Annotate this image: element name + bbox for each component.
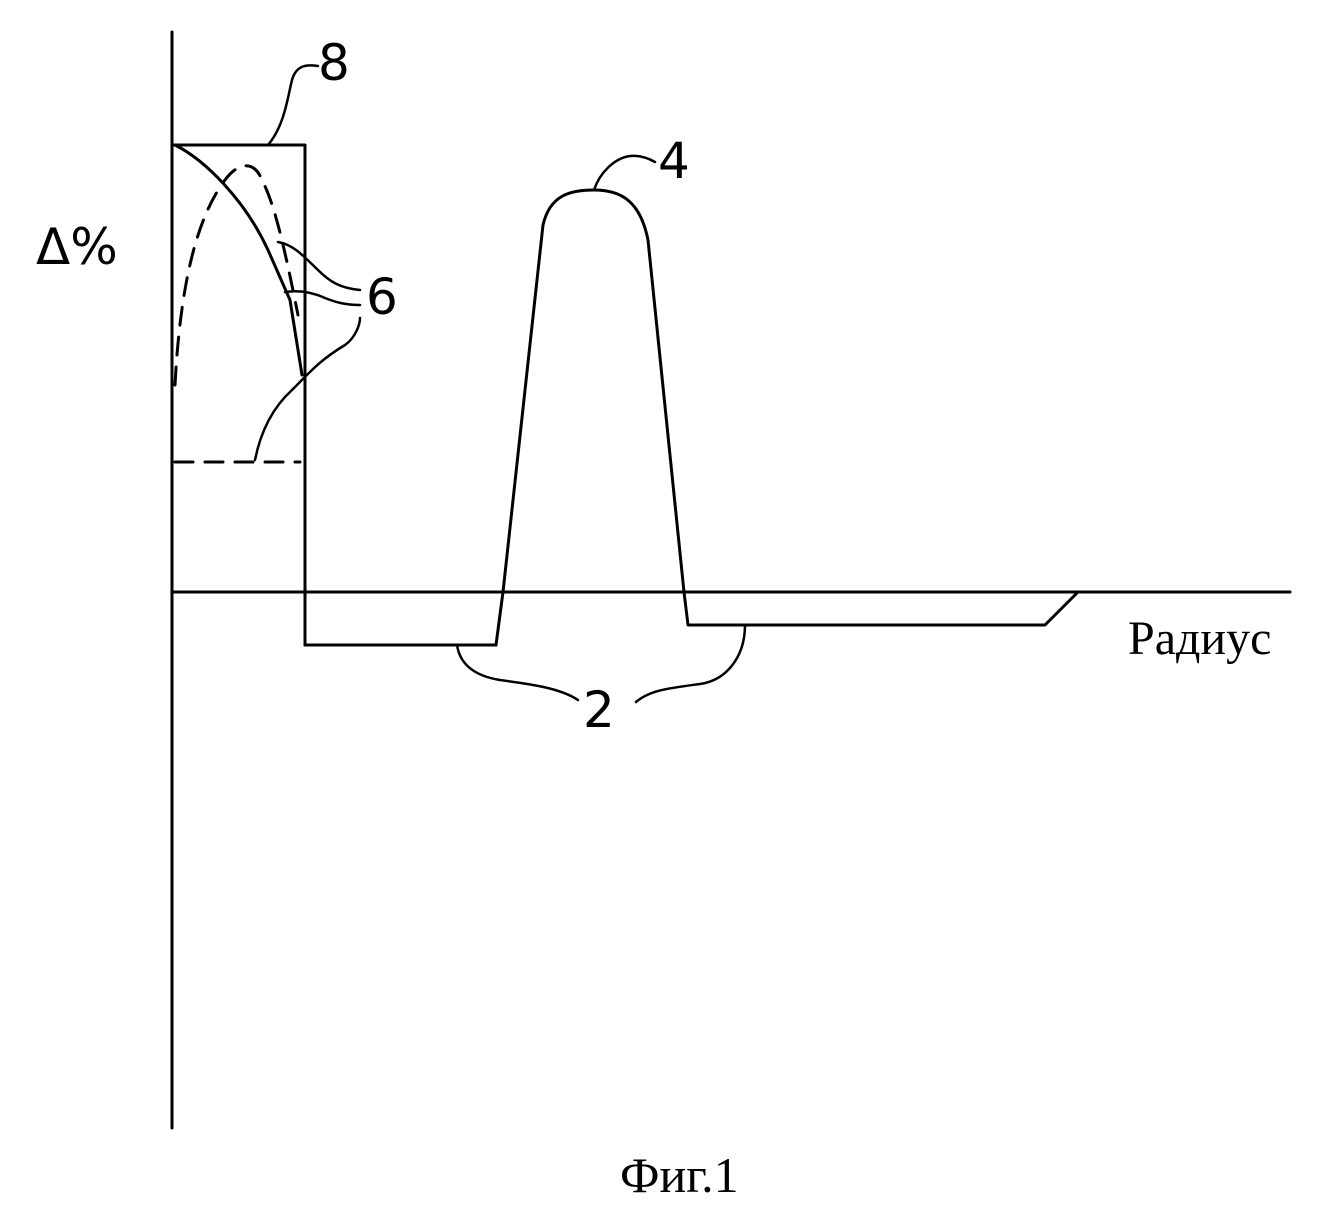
ring-profile bbox=[503, 190, 684, 592]
figure-caption: Фиг.1 bbox=[620, 1147, 739, 1203]
outer-trench-profile bbox=[684, 592, 1078, 625]
step-core-profile bbox=[172, 145, 305, 645]
label-6: 6 bbox=[366, 268, 398, 326]
inner-trench-profile bbox=[305, 592, 503, 645]
leader-line-8 bbox=[268, 65, 318, 145]
label-8: 8 bbox=[318, 34, 350, 92]
label-4: 4 bbox=[658, 132, 690, 190]
leader-line-4 bbox=[594, 156, 655, 190]
alpha-core-variant bbox=[175, 145, 302, 375]
y-axis-label: Δ% bbox=[36, 218, 118, 276]
label-2: 2 bbox=[583, 681, 615, 739]
leader-line-2-left bbox=[457, 645, 578, 700]
leader-line-6-bottom bbox=[255, 318, 360, 460]
x-axis-label: Радиус bbox=[1128, 612, 1271, 665]
leader-line-2-right bbox=[636, 625, 745, 702]
